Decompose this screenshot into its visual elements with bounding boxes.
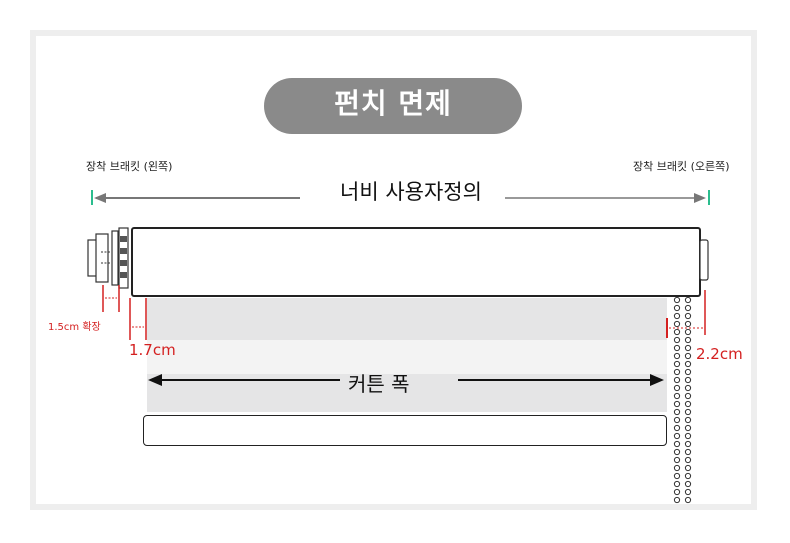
curtain-width-label: 커튼 폭 (348, 372, 410, 396)
chain-bead (684, 448, 692, 456)
left-margin-label: 1.7cm (129, 341, 176, 359)
chain-bead (673, 336, 681, 344)
chain-bead (673, 384, 681, 392)
extension-label: 1.5cm 확장 (48, 322, 101, 333)
chain-bead (684, 360, 692, 368)
chain-bead (673, 304, 681, 312)
left-measure-markers (102, 285, 147, 340)
chain-bead (673, 360, 681, 368)
chain-bead (684, 472, 692, 480)
chain-bead (673, 480, 681, 488)
chain-bead (684, 320, 692, 328)
fabric-band-top (147, 298, 667, 340)
chain-bead (673, 296, 681, 304)
right-measure-markers (666, 290, 706, 338)
chain-bead (684, 424, 692, 432)
chain-bead (673, 312, 681, 320)
chain-bead (673, 376, 681, 384)
chain-bead (673, 416, 681, 424)
chain-bead (684, 336, 692, 344)
bottom-rail (143, 415, 667, 446)
chain-bead (684, 392, 692, 400)
page-title: 펀치 면제 (334, 87, 452, 120)
chain-bead (684, 304, 692, 312)
chain-bead (673, 464, 681, 472)
chain-bead (673, 344, 681, 352)
chain-bead (684, 432, 692, 440)
bracket-right-label: 장착 브래킷 (오른쪽) (633, 160, 730, 173)
chain-bead (673, 440, 681, 448)
chain-bead (684, 408, 692, 416)
chain-bead (684, 456, 692, 464)
curtain-width-arrow (148, 374, 664, 386)
chain-bead (684, 384, 692, 392)
chain-bead (673, 496, 681, 504)
chain-bead (673, 424, 681, 432)
bracket-left-label: 장착 브래킷 (왼쪽) (86, 160, 173, 173)
roller-tube (131, 227, 701, 297)
chain-bead (684, 368, 692, 376)
fabric-band-middle (147, 340, 667, 374)
chain-bead (673, 456, 681, 464)
width-label: 너비 사용자정의 (338, 176, 484, 206)
chain-bead (673, 472, 681, 480)
chain-bead (684, 296, 692, 304)
chain-bead (684, 328, 692, 336)
chain-bead (684, 376, 692, 384)
chain-bead (684, 464, 692, 472)
chain-bead (684, 440, 692, 448)
chain-bead (673, 392, 681, 400)
chain-bead (673, 432, 681, 440)
chain-bead (673, 448, 681, 456)
chain-bead (684, 488, 692, 496)
width-dimension-line (91, 190, 710, 205)
title-pill (264, 78, 522, 134)
chain-bead (673, 368, 681, 376)
chain-bead (684, 352, 692, 360)
chain-bead (673, 488, 681, 496)
chain-bead (684, 344, 692, 352)
bead-chain-icon (673, 296, 692, 504)
chain-bead (673, 352, 681, 360)
right-margin-label: 2.2cm (696, 345, 743, 363)
chain-bead (684, 312, 692, 320)
chain-bead (684, 480, 692, 488)
chain-bead (684, 496, 692, 504)
chain-bead (673, 320, 681, 328)
chain-bead (673, 408, 681, 416)
right-end-cap-icon (699, 239, 709, 281)
chain-bead (673, 328, 681, 336)
chain-bead (684, 416, 692, 424)
chain-bead (673, 400, 681, 408)
chain-bead (684, 400, 692, 408)
left-bracket-icon (87, 227, 129, 289)
